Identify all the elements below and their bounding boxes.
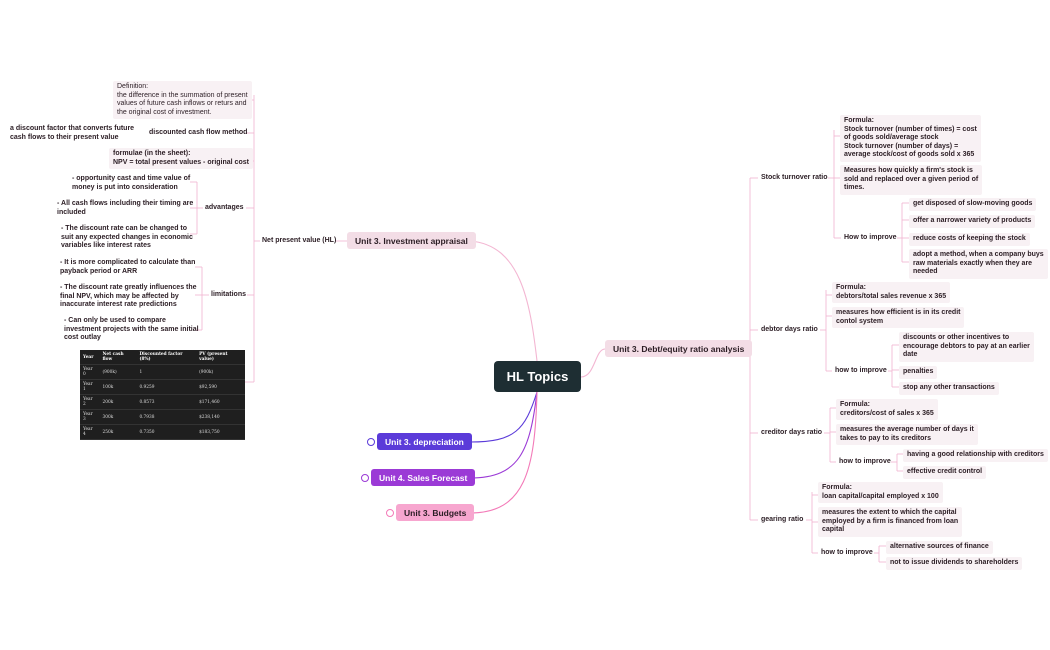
npv-definition[interactable]: Definition: the difference in the summat… (113, 81, 252, 119)
branch-depreciation[interactable]: Unit 3. depreciation (377, 433, 472, 450)
table-row: Year 4 250k 0.7350 $183,750 (80, 424, 245, 440)
central-topic[interactable]: HL Topics (494, 361, 581, 392)
creditor-measure[interactable]: measures the average number of days it t… (836, 424, 978, 445)
branch-budgets[interactable]: Unit 3. Budgets (396, 504, 475, 521)
gearing-how-to-improve[interactable]: how to improve (821, 549, 873, 556)
table-row: Year 2 200k 0.8573 $171,460 (80, 394, 245, 410)
stock-improve-item[interactable]: offer a narrower variety of products (909, 215, 1036, 228)
npv-label[interactable]: Net present value (HL) (262, 237, 337, 244)
table-header: Net cash flow (99, 350, 137, 365)
table-cell: Year 4 (80, 424, 100, 440)
creditor-improve-item[interactable]: having a good relationship with creditor… (903, 449, 1048, 462)
table-cell: 0.7350 (136, 424, 197, 440)
gearing-formula[interactable]: Formula: loan capital/capital employed x… (818, 482, 943, 503)
table-header: Discounted factor (8%) (136, 350, 197, 365)
gearing-improve-item[interactable]: alternative sources of finance (886, 541, 993, 554)
limitation-item[interactable]: - Can only be used to compare investment… (64, 317, 199, 341)
stock-measure[interactable]: Measures how quickly a firm's stock is s… (840, 165, 983, 195)
table-cell: 250k (99, 424, 137, 440)
creditor-days-label[interactable]: creditor days ratio (761, 429, 823, 436)
table-cell: $238,140 (196, 409, 245, 425)
stock-turnover-label[interactable]: Stock turnover ratio (761, 174, 828, 181)
debtor-how-to-improve[interactable]: how to improve (835, 367, 887, 374)
table-cell: (900k) (99, 364, 137, 380)
table-cell: Year 0 (80, 364, 100, 380)
creditor-how-to-improve[interactable]: how to improve (839, 458, 891, 465)
gearing-measure[interactable]: measures the extent to which the capital… (818, 507, 963, 537)
debtor-formula[interactable]: Formula: debtors/total sales revenue x 3… (832, 282, 951, 303)
gearing-ratio-label[interactable]: gearing ratio (761, 516, 804, 523)
debtor-improve-item[interactable]: discounts or other incentives to encoura… (899, 332, 1034, 362)
debtor-improve-item[interactable]: penalties (899, 366, 938, 379)
advantage-item[interactable]: - The discount rate can be changed to su… (61, 225, 193, 249)
table-cell: $183,750 (196, 424, 245, 440)
stock-improve-item[interactable]: reduce costs of keeping the stock (909, 233, 1030, 246)
table-cell: 300k (99, 409, 137, 425)
branch-debt-equity[interactable]: Unit 3. Debt/equity ratio analysis (605, 340, 753, 357)
limitations-label[interactable]: limitations (211, 291, 247, 298)
advantage-item[interactable]: - opportunity cast and time value of mon… (72, 175, 191, 191)
stock-improve-item[interactable]: adopt a method, when a company buys raw … (909, 249, 1048, 279)
collapse-toggle-sales-forecast[interactable] (361, 474, 369, 482)
advantage-item[interactable]: - All cash flows including their timing … (57, 200, 194, 216)
branch-investment-appraisal[interactable]: Unit 3. Investment appraisal (347, 232, 476, 249)
table-cell: $171,460 (196, 394, 245, 410)
debtor-measure[interactable]: measures how efficient is in its credit … (832, 307, 965, 328)
table-header: Year (80, 350, 100, 365)
npv-formula[interactable]: formulae (in the sheet): NPV = total pre… (109, 148, 253, 169)
table-cell: 0.7938 (136, 409, 197, 425)
debtor-improve-item[interactable]: stop any other transactions (899, 382, 999, 395)
table-cell: 100k (99, 379, 137, 395)
table-header: PV (present value) (196, 350, 245, 365)
table-cell: Year 3 (80, 409, 100, 425)
limitation-item[interactable]: - The discount rate greatly influences t… (60, 284, 197, 308)
stock-how-to-improve[interactable]: How to improve (844, 234, 897, 241)
advantages-label[interactable]: advantages (205, 204, 244, 211)
stock-formula[interactable]: Formula: Stock turnover (number of times… (840, 115, 981, 162)
table-cell: 200k (99, 394, 137, 410)
collapse-toggle-budgets[interactable] (386, 509, 394, 517)
npv-example-table: Year Net cash flow Discounted factor (8%… (80, 350, 245, 440)
branch-sales-forecast[interactable]: Unit 4. Sales Forecast (371, 469, 476, 486)
dcf-note[interactable]: a discount factor that converts future c… (10, 125, 135, 141)
creditor-improve-item[interactable]: effective credit control (903, 466, 987, 479)
table-cell: Year 1 (80, 379, 100, 395)
table-cell: 1 (136, 364, 197, 380)
table-cell: 0.9259 (136, 379, 197, 395)
table-cell: 0.8573 (136, 394, 197, 410)
dcf-label[interactable]: discounted cash flow method (149, 129, 248, 136)
creditor-formula[interactable]: Formula: creditors/cost of sales x 365 (836, 399, 938, 420)
gearing-improve-item[interactable]: not to issue dividends to shareholders (886, 557, 1023, 570)
collapse-toggle-depreciation[interactable] (367, 438, 375, 446)
table-row: Year 1 100k 0.9259 $92,590 (80, 379, 245, 395)
debtor-days-label[interactable]: debtor days ratio (761, 326, 818, 333)
table-cell: $92,590 (196, 379, 245, 395)
limitation-item[interactable]: - It is more complicated to calculate th… (60, 259, 196, 275)
table-cell: (900k) (196, 364, 245, 380)
stock-improve-item[interactable]: get disposed of slow-moving goods (909, 198, 1037, 211)
table-row: Year 0 (900k) 1 (900k) (80, 364, 245, 380)
table-cell: Year 2 (80, 394, 100, 410)
table-row: Year 3 300k 0.7938 $238,140 (80, 409, 245, 425)
